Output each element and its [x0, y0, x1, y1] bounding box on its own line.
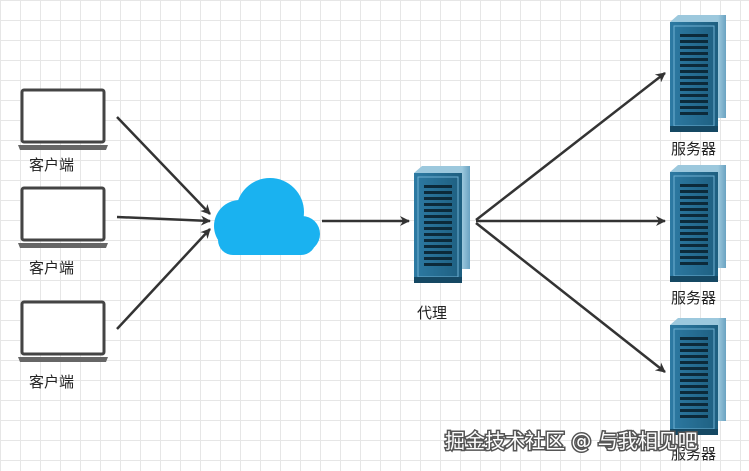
arrow-client2-cloud	[116, 215, 211, 226]
laptop-icon	[16, 300, 110, 364]
arrow-proxy-server1	[475, 72, 666, 221]
server-icon	[669, 14, 727, 133]
server-2: 服务器	[669, 164, 727, 307]
client-1-label: 客户端	[29, 156, 74, 174]
laptop-icon	[16, 186, 110, 250]
server-icon	[413, 165, 471, 284]
cloud-icon	[214, 178, 320, 255]
client-3-label: 客户端	[29, 373, 74, 391]
server-icon	[669, 317, 727, 436]
client-2-label: 客户端	[29, 259, 74, 277]
server-1-label: 服务器	[671, 140, 716, 158]
server-1: 服务器	[669, 14, 727, 158]
server-3-label: 服务器	[671, 445, 716, 463]
watermark: 掘金技术社区 @ 与我相见吧	[445, 429, 698, 453]
arrow-client1-cloud	[116, 116, 211, 215]
client-3: 客户端	[16, 300, 110, 391]
server-icon	[669, 164, 727, 283]
client-2: 客户端	[16, 186, 110, 277]
proxy-server: 代理	[413, 165, 471, 322]
proxy-label: 代理	[417, 304, 447, 322]
arrow-proxy-server3	[475, 222, 666, 373]
server-3: 服务器	[669, 317, 727, 463]
client-1: 客户端	[16, 88, 110, 174]
arrow-client3-cloud	[116, 228, 211, 330]
server-2-label: 服务器	[671, 289, 716, 307]
laptop-icon	[16, 88, 110, 152]
